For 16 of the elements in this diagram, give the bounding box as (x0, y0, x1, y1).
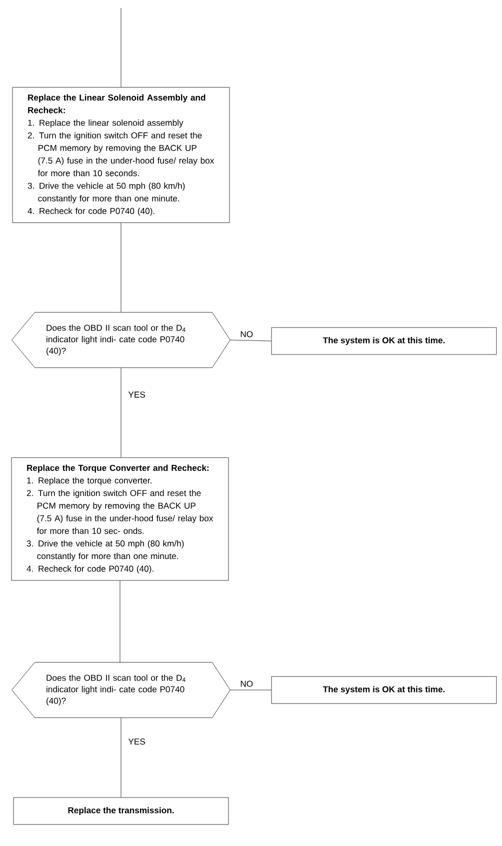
connector-line (120, 718, 122, 798)
connector-line (120, 8, 122, 88)
process-box: Replace the Torque Converter and Recheck: 1. Replace the torque converter. 2. Turn the ignition switch OFF and reset the PCM memory by removing the BACK UP (7.5 A) fuse in the under-hood fuse/ relay box for more than 10 sec- onds. 3. Drive the vehicle at 50 mph (80 km/h) constantly for more than one minute. 4. Recheck for code P0740 (40). (11, 457, 229, 581)
edge-label: YES (127, 390, 146, 399)
decision-hexagon: Does the OBD II scan tool or the D$_{4}$ indicator light indi- cate code P0740 (40)? (12, 312, 230, 368)
process-box: Replace the Linear Solenoid Assembly and Recheck: 1. Replace the linear solenoid assembly 2. Turn the ignition switch OFF and reset the PCM memory by removing the BACK UP (7.5 A) fuse in the under-hood fuse/ relay box for more than 10 seconds. 3. Drive the vehicle at 50 mph (80 km/h) constantly for more than one minute. 4. Recheck for code P0740 (40). (12, 87, 230, 223)
edge-label: NO (239, 680, 254, 688)
connector-line (120, 368, 122, 458)
edge-label: NO (239, 330, 254, 338)
process-box: The system is OK at this time. (271, 327, 497, 355)
process-box: Replace the transmission. (13, 797, 229, 825)
connector-line (230, 340, 272, 342)
process-box: The system is OK at this time. (271, 676, 497, 704)
connector-line (120, 222, 122, 312)
decision-hexagon: Does the OBD II scan tool or the D$_{4}$ indicator light indi- cate code P0740 (40)? (12, 662, 230, 718)
edge-label: YES (127, 738, 146, 746)
